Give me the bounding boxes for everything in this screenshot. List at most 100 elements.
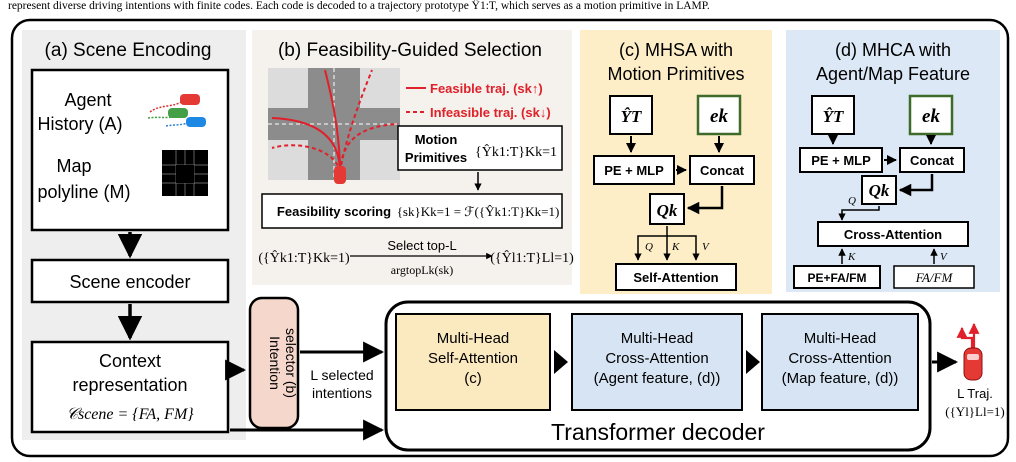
output-arrows-icon	[956, 322, 980, 348]
mhsa-block	[395, 313, 551, 411]
mhca-agent-block	[571, 313, 743, 411]
d-feat-box	[893, 265, 975, 289]
c-self-attn: Self-Attention	[633, 270, 718, 285]
d-feat: FA/FM	[915, 270, 954, 285]
selector-label-2: selector (b)	[283, 328, 299, 398]
panel-c-title-1: (c) MHSA with	[619, 40, 733, 60]
d-concat-box	[899, 147, 965, 173]
d-pe-feat: PE+FA/FM	[807, 271, 866, 285]
mhca-agent-label-2: Cross-Attention	[605, 350, 708, 367]
arrow-mhsa-to-mhca	[554, 350, 568, 374]
car-blue-icon	[186, 117, 206, 127]
d-q-k: Qk	[869, 181, 890, 200]
l-selected-label: L selected	[310, 367, 373, 383]
select-top-label: Select top-L	[387, 238, 456, 253]
c-q: Q	[645, 241, 653, 253]
mhca-agent-label-1: Multi-Head	[621, 330, 694, 347]
feasibility-label: Feasibility scoring	[277, 204, 391, 219]
mhsa-label-3: (c)	[464, 370, 482, 387]
c-self-attn-box	[615, 263, 737, 291]
legend-infeasible: Infeasible traj. (sk↓)	[430, 105, 551, 120]
d-e-k-box	[908, 94, 954, 136]
panel-d-title-2: Agent/Map Feature	[816, 64, 970, 84]
selector-label-1: Intention	[267, 336, 283, 390]
d-y-t: ŶT	[823, 107, 844, 126]
motion-label: Motion	[415, 132, 458, 147]
mhca-map-label-1: Multi-Head	[804, 330, 877, 347]
mhca-map-label-2: Cross-Attention	[788, 350, 891, 367]
d-pe-mlp-box	[799, 147, 883, 173]
mhsa-label-2: Self-Attention	[428, 350, 518, 367]
figure-caption: represent diverse driving intentions wit…	[8, 0, 710, 12]
map-polyline-label: polyline (M)	[37, 182, 130, 202]
intention-selector-box	[248, 296, 300, 430]
transformer-decoder-label: Transformer decoder	[551, 419, 765, 445]
context-formula: 𝒞scene = {FA, FM}	[66, 406, 194, 423]
panel-c-title-2: Motion Primitives	[607, 64, 744, 84]
mhca-agent-label-3: (Agent feature, (d))	[594, 370, 721, 387]
map-label: Map	[56, 156, 91, 176]
output-set: ({Yl}Ll=1)	[945, 404, 1005, 419]
intentions-label: intentions	[312, 385, 372, 401]
mhsa-label-1: Multi-Head	[437, 330, 510, 347]
arrow-mhca-agent-to-map	[746, 350, 760, 374]
d-y-t-box	[811, 95, 855, 135]
c-arrow-v	[667, 235, 700, 261]
car-red-icon	[180, 94, 200, 105]
feasibility-formula: {sk}Kk=1 = ℱ({Ŷk1:T}Kk=1)	[397, 204, 560, 219]
context-box	[30, 340, 230, 434]
d-concat: Concat	[910, 153, 955, 168]
c-concat: Concat	[700, 163, 745, 178]
d-e-k: ek	[922, 106, 940, 127]
mhca-map-block	[761, 313, 919, 411]
d-k: K	[847, 251, 856, 263]
panel-a-title: (a) Scene Encoding	[45, 40, 212, 61]
output-car-icon	[963, 347, 983, 381]
agent-history-label: History (A)	[38, 114, 123, 134]
c-q-k: Qk	[657, 201, 678, 220]
c-v: V	[702, 241, 710, 253]
selected-set: ({Ŷl1:T}Ll=1)	[490, 249, 574, 266]
d-pe-mlp: PE + MLP	[811, 153, 871, 168]
c-y-t-box	[609, 95, 653, 135]
polyline-map-icon	[162, 150, 208, 196]
agent-label: Agent	[64, 90, 111, 110]
context-label: Context	[99, 351, 161, 371]
c-arrow-q	[634, 226, 668, 261]
c-concat-box	[689, 155, 755, 185]
motion-primitives-box	[397, 125, 563, 171]
c-pe-mlp-box	[593, 155, 675, 185]
c-k: K	[671, 241, 680, 253]
mhca-map-label-3: (Map feature, (d))	[782, 370, 899, 387]
intersection-map-icon	[268, 68, 400, 184]
c-pe-mlp: PE + MLP	[604, 163, 664, 178]
d-arrow-q	[838, 206, 880, 221]
panel-d-title-1: (d) MHCA with	[835, 40, 951, 60]
primitives-label: Primitives	[405, 150, 467, 165]
panel-b-title: (b) Feasibility-Guided Selection	[278, 40, 542, 61]
c-arrow-concat-q	[686, 186, 724, 215]
feasibility-scoring-box	[261, 193, 563, 229]
d-q: Q	[848, 195, 856, 207]
output-car-window	[967, 354, 979, 360]
car-green-icon	[168, 108, 188, 118]
d-v: V	[940, 251, 948, 263]
legend-feasible: Feasible traj. (sk↑)	[430, 81, 543, 96]
scene-encoder-box	[30, 258, 230, 304]
candidate-set: ({Ŷk1:T}Kk=1)	[258, 249, 350, 266]
output-l-traj: L Traj.	[957, 386, 993, 401]
c-y-t: ŶT	[621, 107, 642, 126]
agent-history-icon	[147, 94, 206, 127]
representation-label: representation	[72, 375, 187, 395]
d-arrow-concat-q	[898, 174, 934, 197]
scene-encoder-label: Scene encoder	[69, 272, 190, 292]
ego-car-icon	[334, 166, 346, 184]
d-cross-attn: Cross-Attention	[844, 227, 942, 242]
motion-set: {Ŷk1:T}Kk=1	[475, 143, 557, 160]
d-q-k-box	[861, 175, 897, 205]
d-pe-feat-box	[793, 265, 881, 289]
d-cross-attn-box	[817, 221, 969, 247]
c-q-k-box	[649, 193, 685, 225]
argtop-label: argtopLk(sk)	[391, 263, 453, 277]
